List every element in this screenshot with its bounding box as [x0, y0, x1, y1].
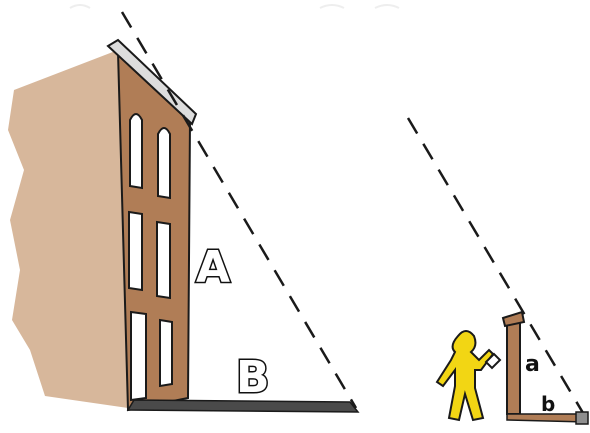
- window: [156, 220, 171, 300]
- label-building-shadow: B: [236, 352, 270, 403]
- label-stick-height: a: [525, 352, 540, 377]
- window: [159, 318, 173, 388]
- stick-sun-ray: [406, 117, 588, 419]
- building-sun-ray: [120, 11, 358, 409]
- window: [129, 113, 143, 190]
- stick-shadow-end: [575, 411, 589, 425]
- window: [130, 310, 147, 402]
- building-windows: [128, 113, 173, 402]
- building-side-wall: [8, 50, 130, 408]
- building-ground-shadow: [126, 399, 360, 413]
- person-held-card: [484, 352, 502, 370]
- label-stick-shadow: b: [541, 392, 555, 416]
- measuring-stick: [506, 316, 521, 415]
- window: [128, 210, 143, 292]
- person-body: [435, 330, 495, 422]
- measuring-stick-cap: [501, 310, 526, 328]
- person-figure: [435, 330, 502, 422]
- window: [157, 127, 171, 200]
- faint-top-marks: [69, 4, 400, 9]
- building-cornice: [106, 38, 198, 126]
- label-building-height: A: [196, 242, 230, 293]
